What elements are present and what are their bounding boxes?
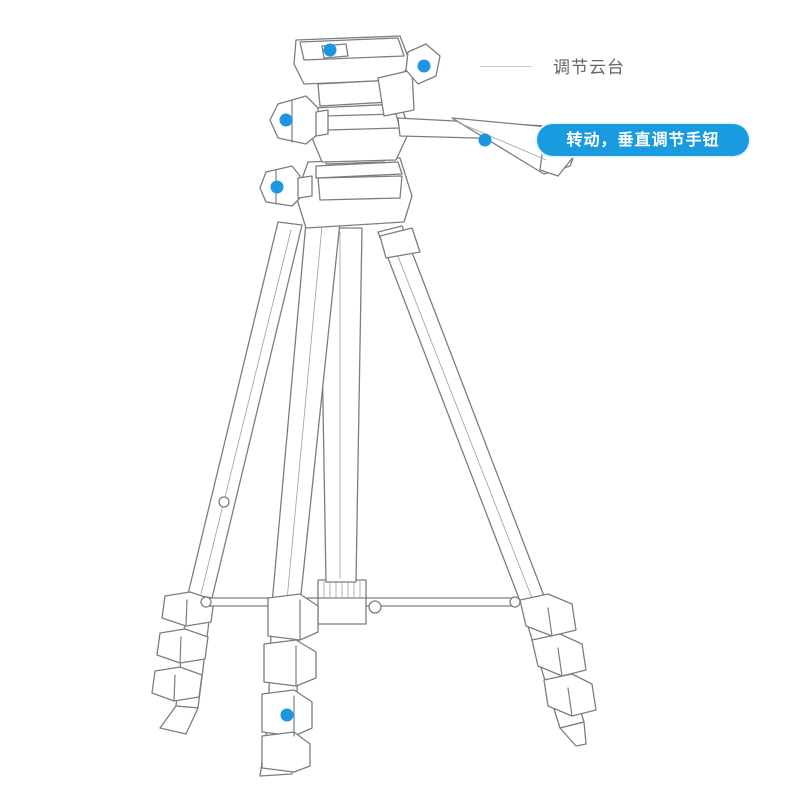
label-pan-head: 调节云台 — [553, 58, 625, 78]
marker-leg-clamp — [280, 708, 294, 722]
marker-platform-lever — [417, 59, 431, 73]
marker-platform — [323, 43, 337, 57]
front-leg — [259, 221, 341, 777]
marker-tilt-knob — [279, 113, 293, 127]
camera-platform — [293, 35, 441, 117]
head-base — [295, 103, 413, 229]
leg-spreader — [200, 579, 521, 625]
right-leg — [377, 225, 597, 747]
callout-leader-line — [480, 66, 532, 67]
tilt-lock-knob — [269, 95, 329, 145]
marker-handle — [478, 133, 492, 147]
marker-pan-knob — [270, 180, 284, 194]
left-leg — [151, 221, 303, 735]
label-handle: 转动，垂直调节手钮 — [537, 124, 749, 156]
